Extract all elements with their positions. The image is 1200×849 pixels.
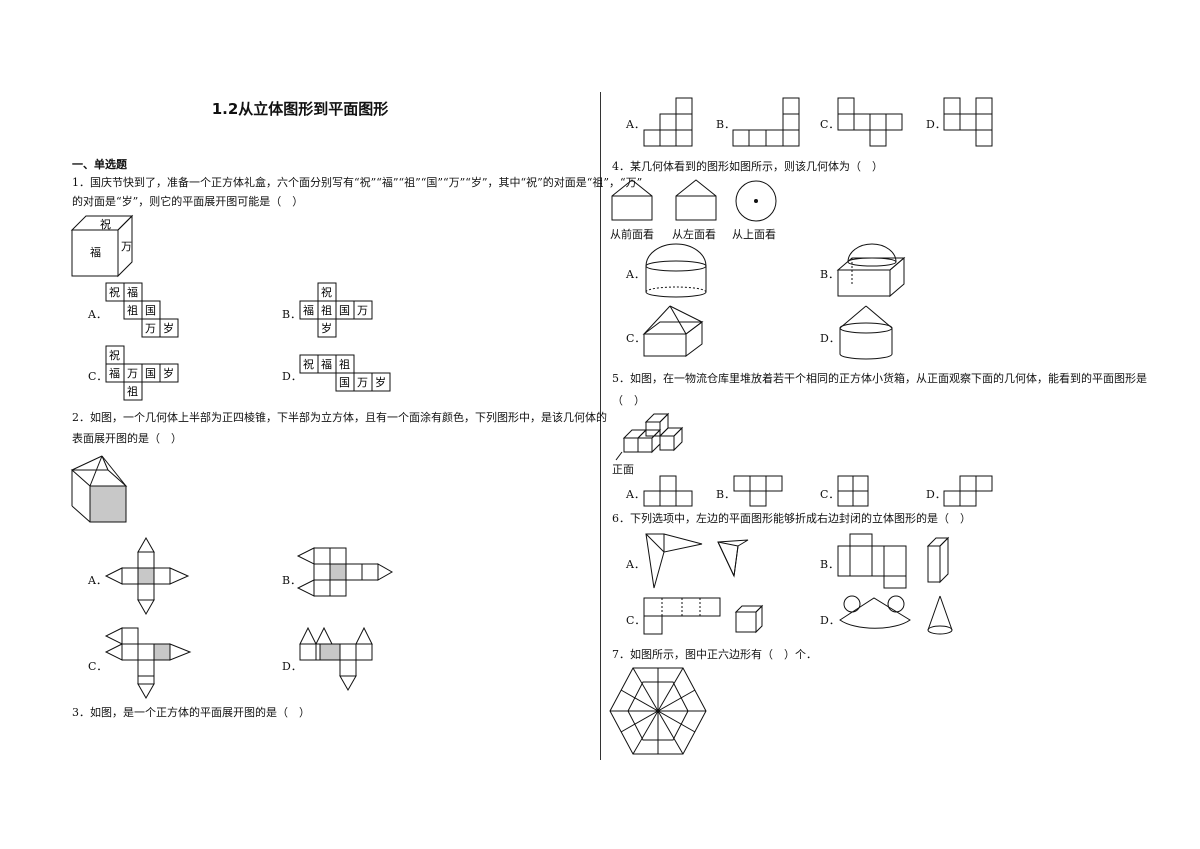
q1-option-a-label[interactable]: A． bbox=[88, 308, 107, 321]
q1b-c3: 国 bbox=[339, 304, 350, 317]
q1-option-b-net[interactable]: 祝 福 祖 国 万 岁 bbox=[299, 282, 380, 341]
q4-option-b-solid[interactable] bbox=[836, 242, 906, 300]
q4-view-top-label: 从上面看 bbox=[732, 228, 776, 241]
q1c-c0: 祝 bbox=[109, 348, 120, 362]
q5-stacked-boxes-figure bbox=[615, 412, 684, 461]
q1a-c3: 国 bbox=[145, 304, 156, 317]
q3-option-d-label[interactable]: D． bbox=[926, 118, 946, 131]
q2-option-b-net[interactable] bbox=[296, 547, 394, 608]
q1-option-c-label[interactable]: C． bbox=[88, 370, 108, 383]
q4-option-d-solid[interactable] bbox=[838, 305, 894, 362]
q5-text-line1: 5．如图，在一物流仓库里堆放着若干个相同的正方体小货箱，从正面观察下面的几何体，… bbox=[612, 372, 1147, 385]
q1c-c1: 福 bbox=[109, 366, 120, 380]
q5-option-c-view[interactable] bbox=[837, 475, 874, 510]
q2-option-a-label[interactable]: A． bbox=[88, 574, 107, 587]
q1c-c2: 万 bbox=[127, 367, 138, 380]
q1a-c4: 万 bbox=[145, 322, 156, 335]
q2-option-a-net[interactable] bbox=[104, 536, 192, 622]
q4-option-c-solid[interactable] bbox=[642, 305, 706, 360]
q1a-c0: 祝 bbox=[109, 285, 120, 299]
q2-option-b-label[interactable]: B． bbox=[282, 574, 302, 587]
q3-option-b-label[interactable]: B． bbox=[716, 118, 736, 131]
q2-option-c-label[interactable]: C． bbox=[88, 660, 108, 673]
q1d-c5: 岁 bbox=[375, 375, 386, 389]
q5-text-line2: （ ） bbox=[612, 394, 645, 407]
q5-option-d-view[interactable] bbox=[943, 475, 994, 510]
q2-pyramid-cube-figure bbox=[70, 455, 128, 523]
q2-text-line1: 2．如图，一个几何体上半部为正四棱锥，下半部为立方体，且有一个面涂有颜色，下列图… bbox=[72, 411, 607, 424]
q1b-c2: 祖 bbox=[321, 303, 332, 317]
q2-option-d-label[interactable]: D． bbox=[282, 660, 302, 673]
q5-option-c-label[interactable]: C． bbox=[820, 488, 840, 501]
q5-option-a-view[interactable] bbox=[643, 475, 694, 510]
q3-option-c-label[interactable]: C． bbox=[820, 118, 840, 131]
q4-option-c-label[interactable]: C． bbox=[626, 332, 646, 345]
q4-option-a-label[interactable]: A． bbox=[626, 268, 645, 281]
q5-option-b-label[interactable]: B． bbox=[716, 488, 736, 501]
q6-option-b-figures[interactable] bbox=[837, 532, 958, 592]
q2-text-line2: 表面展开图的是（ ） bbox=[72, 432, 182, 445]
q1a-c2: 祖 bbox=[127, 303, 138, 317]
q1c-c4: 岁 bbox=[163, 366, 174, 380]
q4-option-d-label[interactable]: D． bbox=[820, 332, 840, 345]
q2-option-d-net[interactable] bbox=[299, 626, 386, 702]
q7-hexagon-figure bbox=[609, 667, 707, 755]
q4-view-left-label: 从左面看 bbox=[672, 228, 716, 241]
q1d-c1: 福 bbox=[321, 357, 332, 371]
q6-option-c-label[interactable]: C． bbox=[626, 614, 646, 627]
q1-option-b-label[interactable]: B． bbox=[282, 308, 302, 321]
q6-text-line1: 6．下列选项中，左边的平面图形能够折成右边封闭的立体图形的是（ ） bbox=[612, 512, 971, 525]
q1d-c3: 国 bbox=[339, 376, 350, 389]
q1a-c5: 岁 bbox=[163, 321, 174, 335]
q1d-c0: 祝 bbox=[303, 357, 314, 371]
q4-text-line1: 4．某几何体看到的图形如图所示，则该几何体为（ ） bbox=[612, 160, 883, 173]
q4-option-b-label[interactable]: B． bbox=[820, 268, 840, 281]
q1c-c3: 国 bbox=[145, 367, 156, 380]
q1b-c1: 福 bbox=[303, 303, 314, 317]
q6-option-d-label[interactable]: D． bbox=[820, 614, 840, 627]
q4-three-views bbox=[611, 179, 777, 222]
q1a-c1: 福 bbox=[127, 285, 138, 299]
q5-option-b-view[interactable] bbox=[733, 475, 784, 510]
q1-cube-figure: 祝 福 万 bbox=[70, 214, 134, 278]
section-heading: 一、单选题 bbox=[72, 158, 127, 171]
q1d-c2: 祖 bbox=[339, 357, 350, 371]
q1c-c5: 祖 bbox=[127, 384, 138, 398]
page-title: 1.2从立体图形到平面图形 bbox=[211, 100, 389, 118]
q3-option-c-net[interactable] bbox=[837, 97, 910, 150]
q6-option-c-figures[interactable] bbox=[643, 596, 768, 636]
q1-cube-top-char: 祝 bbox=[100, 217, 111, 231]
q1-option-d-net[interactable]: 祝 福 祖 国 万 岁 bbox=[299, 354, 396, 395]
q2-option-c-net[interactable] bbox=[104, 627, 196, 702]
q3-text-line1: 3．如图，是一个正方体的平面展开图的是（ ） bbox=[72, 706, 310, 719]
q5-option-d-label[interactable]: D． bbox=[926, 488, 946, 501]
q1-text-line2: 的对面是“岁”，则它的平面展开图可能是（ ） bbox=[72, 195, 304, 208]
q6-option-b-label[interactable]: B． bbox=[820, 558, 840, 571]
q5-option-a-label[interactable]: A． bbox=[626, 488, 645, 501]
q6-option-a-label[interactable]: A． bbox=[626, 558, 645, 571]
q1-cube-right-char: 万 bbox=[121, 240, 132, 253]
q1b-c0: 祝 bbox=[321, 285, 332, 299]
q1-option-a-net[interactable]: 祝 福 祖 国 万 岁 bbox=[105, 282, 186, 341]
q6-option-d-figures[interactable] bbox=[838, 592, 968, 642]
column-divider bbox=[600, 92, 601, 760]
q1-cube-front-char: 福 bbox=[90, 245, 101, 259]
q1b-c5: 岁 bbox=[321, 321, 332, 335]
q5-front-label: 正面 bbox=[612, 463, 634, 476]
q3-option-a-label[interactable]: A． bbox=[626, 118, 645, 131]
q3-option-d-net[interactable] bbox=[943, 97, 1000, 150]
q7-text-line1: 7．如图所示，图中正六边形有（ ）个． bbox=[612, 648, 817, 661]
q4-option-a-solid[interactable] bbox=[644, 243, 708, 300]
q3-option-b-net[interactable] bbox=[732, 97, 805, 150]
q3-option-a-net[interactable] bbox=[643, 97, 700, 150]
q1b-c4: 万 bbox=[357, 304, 368, 317]
q1d-c4: 万 bbox=[357, 376, 368, 389]
q6-option-a-figures[interactable] bbox=[644, 532, 754, 592]
q1-text-line1: 1．国庆节快到了，准备一个正方体礼盒，六个面分别写有“祝”“福”“祖”“国”“万… bbox=[72, 176, 643, 189]
q4-view-front-label: 从前面看 bbox=[610, 228, 654, 241]
q1-option-d-label[interactable]: D． bbox=[282, 370, 302, 383]
q1-option-c-net[interactable]: 祝 福 万 国 岁 祖 bbox=[105, 345, 186, 404]
